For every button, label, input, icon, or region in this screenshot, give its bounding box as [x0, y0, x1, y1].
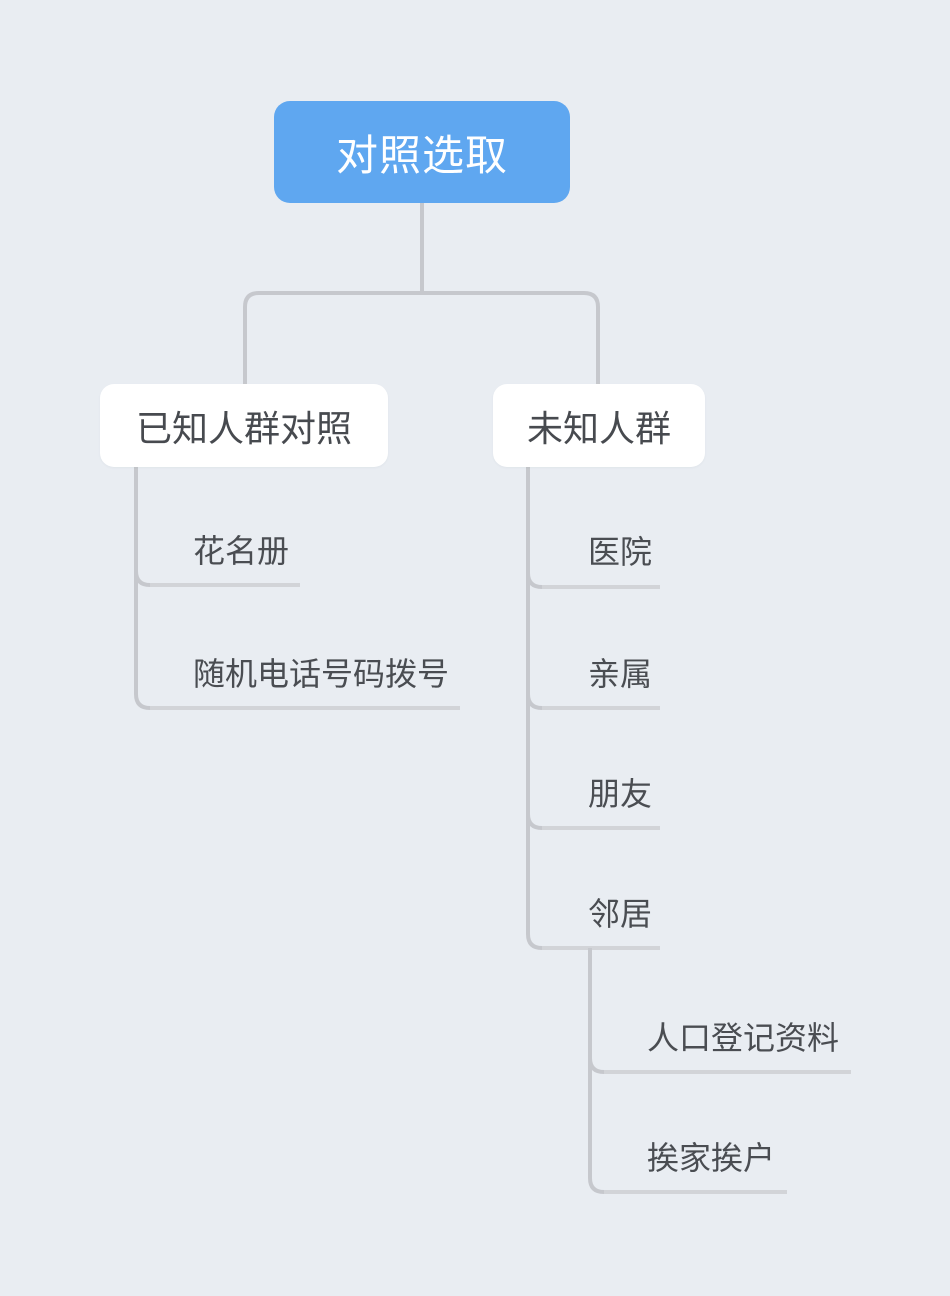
connector-known-trunk — [134, 467, 151, 710]
subtopic-friends[interactable]: 朋友 — [588, 776, 653, 812]
main-topic-known-population-control[interactable]: 已知人群对照 — [100, 384, 388, 467]
connector-unknown-elbow-friends — [526, 813, 543, 830]
subtopic-population-registry[interactable]: 人口登记资料 — [647, 1020, 840, 1056]
connector-unknown-elbow-hospital — [526, 572, 543, 589]
connector-root-bracket — [243, 291, 600, 384]
subtopic-relatives[interactable]: 亲属 — [588, 656, 653, 692]
connector-neighbors-trunk — [588, 948, 605, 1194]
subtopic-roster[interactable]: 花名册 — [193, 533, 290, 569]
subtopic-neighbors[interactable]: 邻居 — [588, 896, 653, 932]
subtopic-hospital[interactable]: 医院 — [588, 534, 653, 570]
subtopic-random-digit-dialing[interactable]: 随机电话号码拨号 — [193, 656, 450, 692]
connector-neighbors-elbow-registry — [588, 1057, 605, 1074]
root-topic[interactable]: 对照选取 — [274, 101, 570, 203]
main-topic-unknown-population[interactable]: 未知人群 — [493, 384, 705, 467]
connector-known-elbow-roster — [134, 570, 151, 587]
connector-unknown-elbow-relatives — [526, 693, 543, 710]
connector-unknown-trunk — [526, 467, 543, 950]
subtopic-door-to-door[interactable]: 挨家挨户 — [647, 1140, 776, 1176]
